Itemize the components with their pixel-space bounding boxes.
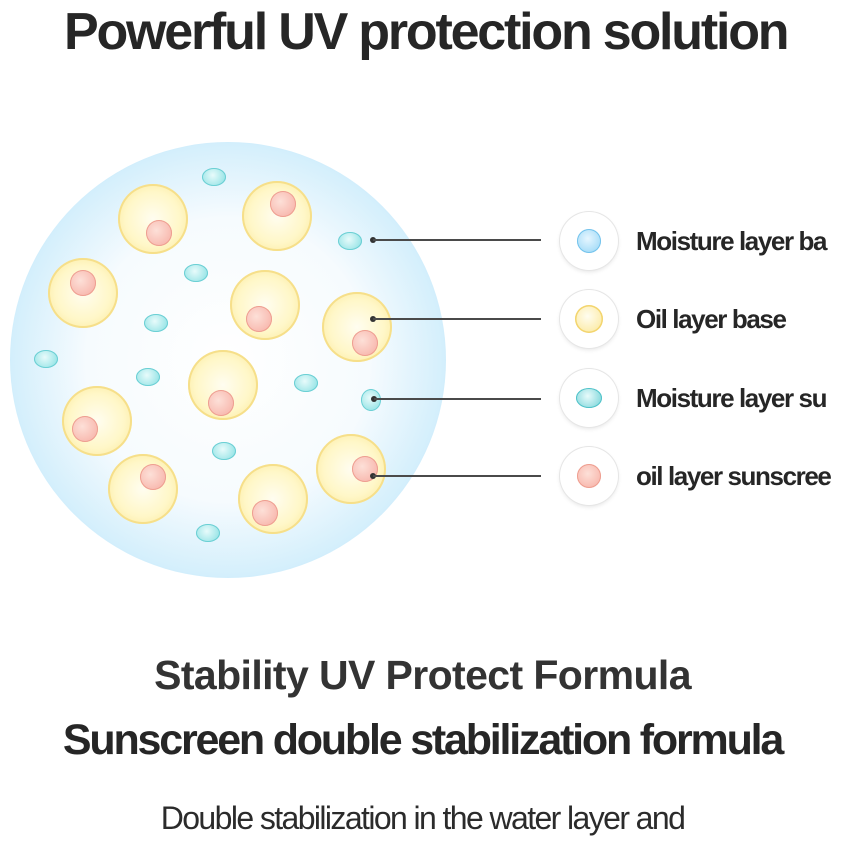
oil-layer-base-icon: [560, 290, 618, 348]
legend-label: Oil layer base: [636, 304, 787, 334]
oil-droplet: [62, 386, 132, 456]
legend-oil-layer-sunscreen: oil layer sunscree: [560, 447, 845, 507]
oil-droplet: [238, 464, 308, 534]
oil-droplet: [322, 292, 392, 362]
oil-droplet: [118, 184, 188, 254]
description-text: Double stabilization in the water layer …: [160, 800, 686, 836]
pointer-line: [374, 398, 541, 400]
legend-oil-layer-base: Oil layer base: [560, 290, 845, 350]
legend-moisture-layer-sunscreen: Moisture layer su: [560, 369, 845, 429]
pointer-line: [373, 475, 541, 477]
moisture-droplet: [202, 168, 226, 186]
pointer-line: [373, 239, 541, 241]
moisture-layer-sunscreen-icon: [560, 369, 618, 427]
moisture-droplet: [294, 374, 318, 392]
legend-label: oil layer sunscree: [636, 461, 832, 491]
oil-droplet: [316, 434, 386, 504]
pointer-line: [373, 318, 541, 320]
oil-droplet: [230, 270, 300, 340]
oil-droplet: [242, 181, 312, 251]
oil-droplet: [108, 454, 178, 524]
formula-subtitle: Stability UV Protect Formula: [154, 652, 691, 698]
moisture-droplet: [196, 524, 220, 542]
moisture-layer-base-icon: [560, 212, 618, 270]
legend-label: Moisture layer ba: [636, 226, 827, 256]
formula-diagram: Moisture layer ba Oil layer base Moistur…: [0, 120, 845, 600]
moisture-droplet: [34, 350, 58, 368]
oil-layer-sunscreen-icon: [560, 447, 618, 505]
moisture-droplet: [338, 232, 362, 250]
formula-headline: Sunscreen double stabilization formula: [62, 716, 784, 764]
moisture-droplet: [144, 314, 168, 332]
legend-label: Moisture layer su: [636, 383, 827, 413]
moisture-droplet: [212, 442, 236, 460]
emulsion-sphere: [10, 142, 446, 578]
oil-droplet: [188, 350, 258, 420]
legend-moisture-layer-base: Moisture layer ba: [560, 212, 845, 272]
moisture-droplet: [184, 264, 208, 282]
moisture-droplet: [136, 368, 160, 386]
page-title: Powerful UV protection solution: [64, 3, 790, 61]
oil-droplet: [48, 258, 118, 328]
